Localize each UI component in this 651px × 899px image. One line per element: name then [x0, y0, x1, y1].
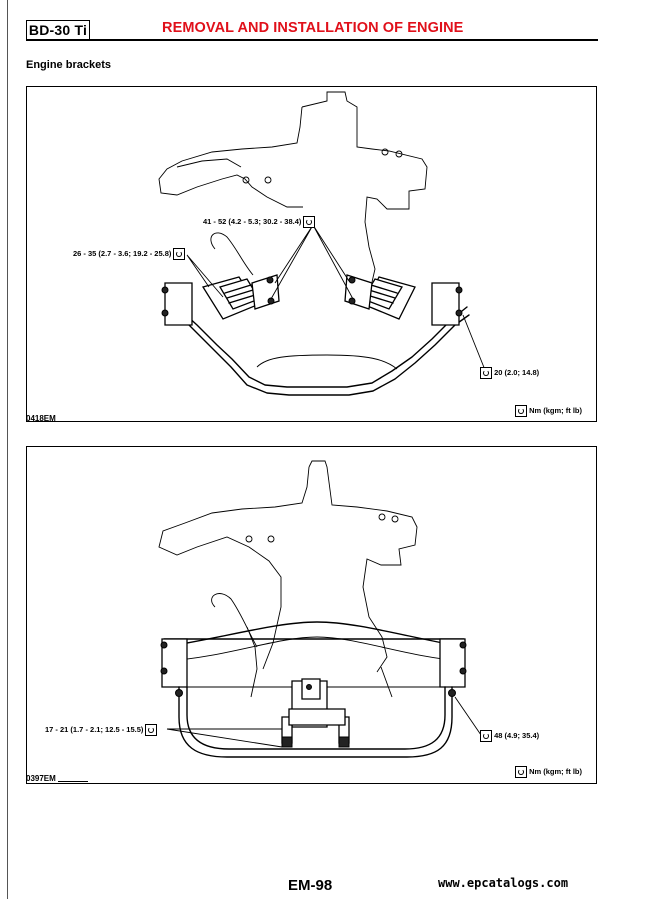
torque-wrench-icon — [480, 730, 492, 742]
torque-callout-side-brackets: 26 - 35 (2.7 - 3.6; 19.2 - 25.8) — [73, 248, 186, 260]
unit-key: Nm (kgm; ft lb) — [515, 766, 582, 778]
figure-engine-brackets-bottom: 17 - 21 (1.7 - 2.1; 12.5 - 15.5) 48 (4.9… — [26, 446, 597, 784]
torque-wrench-icon — [515, 405, 527, 417]
torque-wrench-icon — [480, 367, 492, 379]
engine-bracket-illustration — [158, 91, 486, 396]
torque-callout-value: 48 (4.9; 35.4) — [494, 730, 540, 740]
figure-code: 0418EM — [26, 414, 56, 423]
header-divider — [26, 39, 598, 41]
engine-bracket-illustration — [158, 460, 482, 758]
page-edge-line — [7, 0, 8, 899]
torque-callout-value: 41 - 52 (4.2 - 5.3; 30.2 - 38.4) — [203, 216, 302, 226]
page-number: EM-98 — [288, 877, 333, 894]
figure-code: 0397EM — [26, 774, 56, 783]
unit-key-label: Nm (kgm; ft lb) — [529, 405, 583, 415]
torque-wrench-icon — [303, 216, 316, 228]
figure-engine-brackets-top: 41 - 52 (4.2 - 5.3; 30.2 - 38.4) 26 - 35… — [26, 86, 597, 422]
page-title: REMOVAL AND INSTALLATION OF ENGINE — [162, 20, 464, 36]
torque-wrench-icon — [173, 248, 186, 260]
unit-key: Nm (kgm; ft lb) — [515, 405, 582, 417]
torque-callout-crossmember: 48 (4.9; 35.4) — [480, 730, 539, 742]
torque-callout-value: 17 - 21 (1.7 - 2.1; 12.5 - 15.5) — [45, 724, 144, 734]
torque-wrench-icon — [515, 766, 527, 778]
torque-callout-rear-mount: 17 - 21 (1.7 - 2.1; 12.5 - 15.5) — [45, 724, 158, 736]
torque-callout-crossmember: 20 (2.0; 14.8) — [480, 367, 539, 379]
torque-callout-value: 20 (2.0; 14.8) — [494, 367, 540, 377]
torque-callout-upper-mounts: 41 - 52 (4.2 - 5.3; 30.2 - 38.4) — [203, 216, 316, 228]
site-url[interactable]: www.epcatalogs.com — [438, 876, 569, 890]
section-heading: Engine brackets — [26, 59, 111, 71]
model-badge: BD-30 Ti — [26, 20, 90, 40]
unit-key-label: Nm (kgm; ft lb) — [529, 766, 583, 776]
torque-callout-value: 26 - 35 (2.7 - 3.6; 19.2 - 25.8) — [73, 248, 172, 258]
figure-code-rule — [58, 421, 88, 422]
figure-code-rule — [58, 781, 88, 782]
torque-wrench-icon — [145, 724, 158, 736]
